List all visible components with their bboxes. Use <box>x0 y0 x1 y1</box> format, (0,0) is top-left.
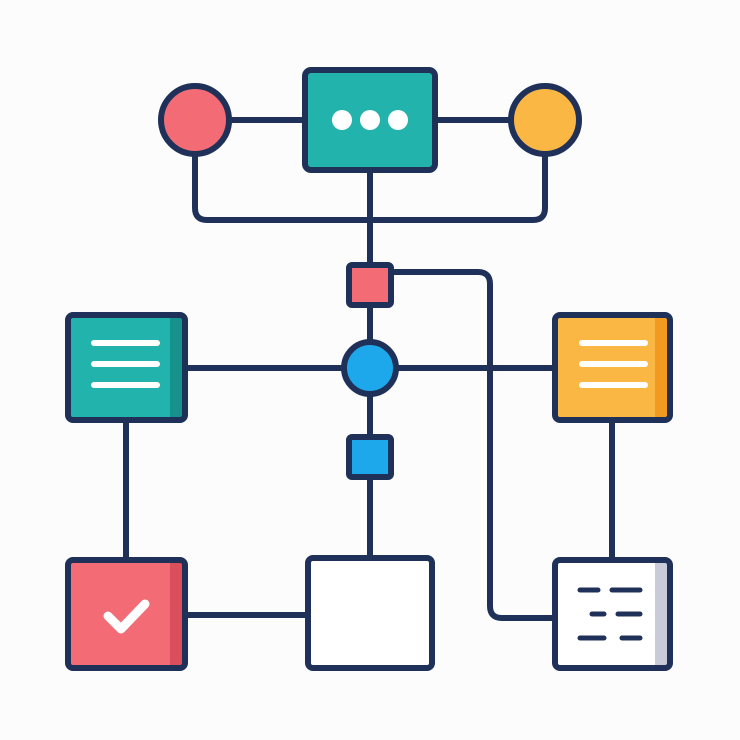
empty-box <box>305 555 435 671</box>
right-list-box <box>552 312 673 423</box>
checkmark-icon <box>103 599 150 634</box>
top-right-circle <box>508 83 582 157</box>
list-lines-icon <box>91 340 160 388</box>
top-left-circle <box>158 83 232 157</box>
list-lines-icon <box>579 340 648 388</box>
connector-lines <box>123 117 615 621</box>
upper-junction-square <box>346 262 394 308</box>
central-hub-circle <box>341 339 399 397</box>
lower-junction-square <box>346 434 394 480</box>
text-lines-icon <box>577 587 643 641</box>
left-list-box <box>65 312 188 423</box>
top-message-box <box>302 67 438 173</box>
ellipsis-icon <box>332 110 408 130</box>
document-box <box>552 557 673 671</box>
connector-upper-square-to-document <box>387 269 558 621</box>
checkmark-box <box>65 557 188 671</box>
